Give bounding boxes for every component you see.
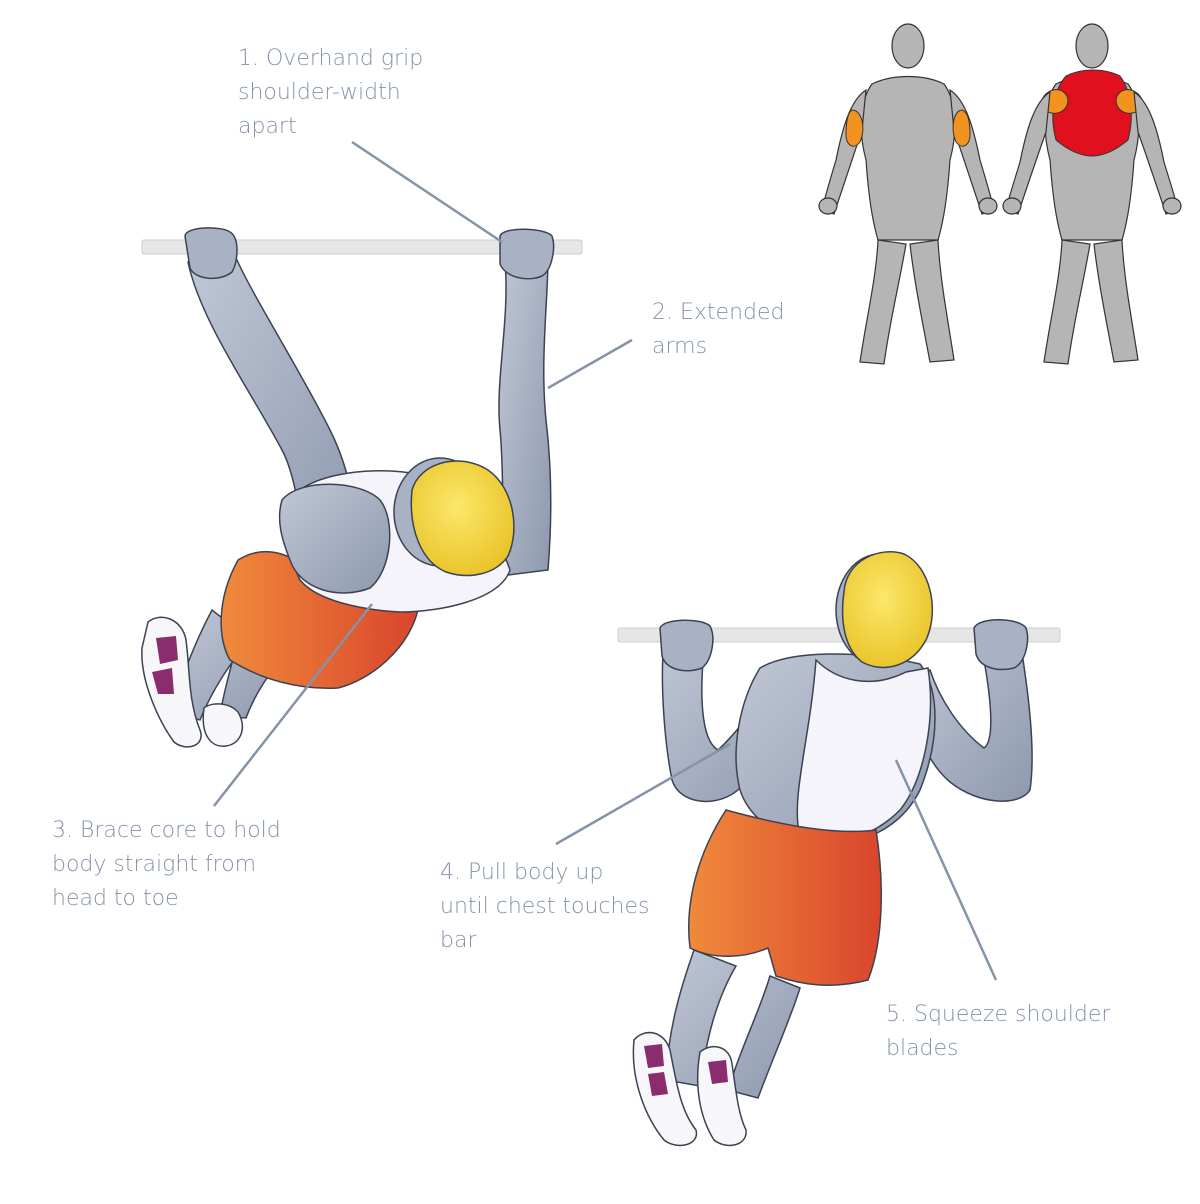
shirt-2 <box>796 658 932 842</box>
annotation-line: body straight from <box>52 852 257 877</box>
annotation-line: head to toe <box>52 886 179 911</box>
left-hand-2 <box>659 619 714 672</box>
annotation-step-2: 2. Extended arms <box>652 296 784 364</box>
muscle-chart-back <box>1002 23 1182 365</box>
shoe-accent-3 <box>708 1060 728 1084</box>
figure-start-position <box>141 227 583 748</box>
leader-line-2 <box>547 338 633 390</box>
right-hand-1 <box>499 228 555 280</box>
annotation-line: 2. Extended <box>652 300 785 325</box>
annotation-line: bar <box>440 928 477 953</box>
front-biceps-left-highlight <box>845 109 864 147</box>
annotation-line: 5. Squeeze shoulder <box>886 1002 1111 1027</box>
annotation-line: shoulder-width <box>238 80 401 105</box>
annotation-line: arms <box>652 334 708 359</box>
annotation-line: apart <box>238 114 297 139</box>
muscle-chart-front <box>818 23 998 365</box>
leader-line-3 <box>213 603 373 807</box>
muscle-chart <box>818 23 1182 365</box>
annotation-line: 3. Brace core to hold <box>52 818 281 843</box>
leader-line-1 <box>351 140 503 244</box>
annotation-line: blades <box>886 1036 959 1061</box>
right-arm-1 <box>498 257 552 576</box>
pullup-bar-1 <box>141 239 583 255</box>
hair-2 <box>841 551 934 669</box>
leader-line-4 <box>555 742 731 846</box>
shoe-right-1 <box>202 703 244 747</box>
annotation-line: until chest touches <box>440 894 650 919</box>
annotation-step-1: 1. Overhand grip shoulder-width apart <box>238 42 423 144</box>
right-hand-2 <box>973 619 1029 671</box>
back-lats-highlight <box>1052 69 1132 157</box>
annotation-step-5: 5. Squeeze shoulder blades <box>886 998 1110 1066</box>
front-biceps-right-highlight <box>952 109 971 147</box>
shoe-accent-2 <box>644 1044 668 1096</box>
shoe-accent-1 <box>152 636 178 694</box>
leader-line-5 <box>894 759 998 981</box>
hair-1 <box>410 460 515 577</box>
left-hand-1 <box>184 227 238 280</box>
annotation-step-3: 3. Brace core to hold body straight from… <box>52 814 281 916</box>
annotation-line: 4. Pull body up <box>440 860 604 885</box>
leader-lines <box>213 140 998 981</box>
shoulder-left-1 <box>278 483 391 594</box>
figure-top-position <box>617 551 1061 1147</box>
shorts-2 <box>687 809 882 986</box>
annotation-line: 1. Overhand grip <box>238 46 424 71</box>
annotation-step-4: 4. Pull body up until chest touches bar <box>440 856 649 958</box>
